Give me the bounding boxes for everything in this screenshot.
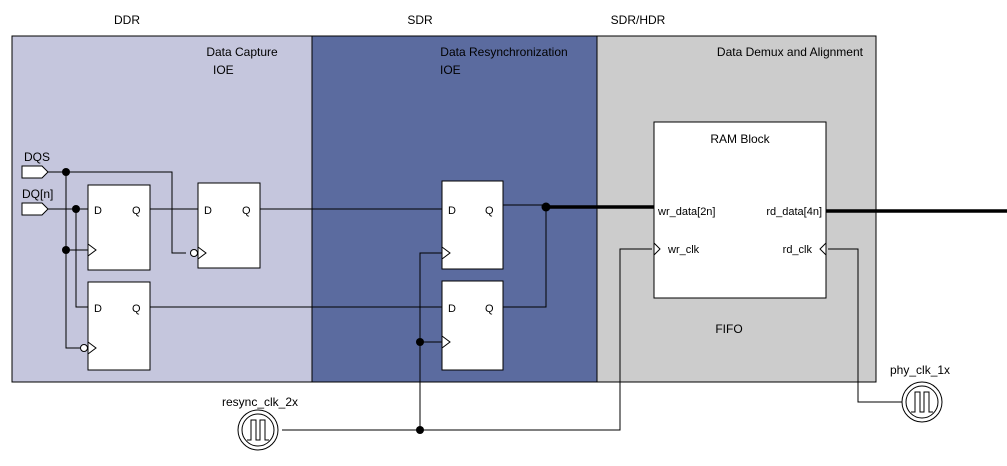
- dqs-label: DQS: [24, 150, 50, 164]
- rd-data-pin: rd_data[4n]: [766, 206, 822, 218]
- data-resync-ioe: IOE: [440, 63, 461, 77]
- ff5-d-pin: D: [448, 303, 456, 315]
- dq-input-pad: [21, 202, 49, 216]
- rd-clk-pin: rd_clk: [783, 244, 813, 256]
- phy-clk-label: phy_clk_1x: [890, 363, 950, 377]
- wr-clk-pin: wr_clk: [667, 244, 700, 256]
- data-capture-ioe: IOE: [213, 63, 234, 77]
- ff5-out-wire: [503, 205, 547, 308]
- flipflop-1: D Q: [87, 184, 151, 271]
- dqs-clk-junction: [62, 246, 70, 254]
- ff5-q-pin: Q: [485, 303, 494, 315]
- ff4-q-pin: Q: [485, 205, 494, 217]
- dq-label: DQ[n]: [22, 187, 53, 201]
- flipflop-4: D Q: [441, 180, 504, 270]
- phy-clock-icon: [901, 381, 943, 423]
- flipflop-2: D Q: [80, 281, 151, 371]
- data-demux-title: Data Demux and Alignment: [717, 45, 864, 59]
- phy-clk-wire: [828, 248, 906, 403]
- dqs-input-pad: [21, 165, 49, 179]
- sdr-label: SDR: [407, 13, 433, 27]
- flipflop-3: D Q: [190, 182, 261, 269]
- dq-branch-wire: [75, 209, 88, 308]
- merge-junction: [541, 202, 551, 212]
- dq-junction: [72, 205, 80, 213]
- ff3-d-pin: D: [204, 205, 212, 217]
- ff1-d-pin: D: [94, 205, 102, 217]
- ram-block: RAM Block wr_data[2n] rd_data[4n] wr_clk…: [653, 121, 827, 299]
- data-resync-title: Data Resynchronization: [440, 45, 567, 59]
- resync-clock-icon: [237, 409, 279, 451]
- resync-clk-label: resync_clk_2x: [222, 395, 298, 409]
- dqs-junction: [62, 168, 70, 176]
- data-capture-title: Data Capture: [206, 45, 278, 59]
- wr-data-pin: wr_data[2n]: [657, 206, 715, 218]
- ff4-d-pin: D: [448, 205, 456, 217]
- resync-junction-2: [416, 426, 424, 434]
- dqs-wire: [48, 171, 186, 254]
- ddr-label: DDR: [114, 13, 140, 27]
- dqs-branch-wire: [65, 172, 80, 349]
- resync-ff4-wire: [419, 252, 442, 430]
- ff1-q-pin: Q: [132, 205, 141, 217]
- flipflop-5: D Q: [441, 280, 504, 371]
- ff2-d-pin: D: [94, 303, 102, 315]
- ff2-q-pin: Q: [132, 303, 141, 315]
- resync-clk-wire: [282, 248, 652, 431]
- resync-junction-1: [416, 338, 424, 346]
- ff3-q-pin: Q: [242, 205, 251, 217]
- ram-block-title: RAM Block: [710, 132, 770, 146]
- fifo-label: FIFO: [715, 322, 742, 336]
- sdr-hdr-label: SDR/HDR: [611, 13, 666, 27]
